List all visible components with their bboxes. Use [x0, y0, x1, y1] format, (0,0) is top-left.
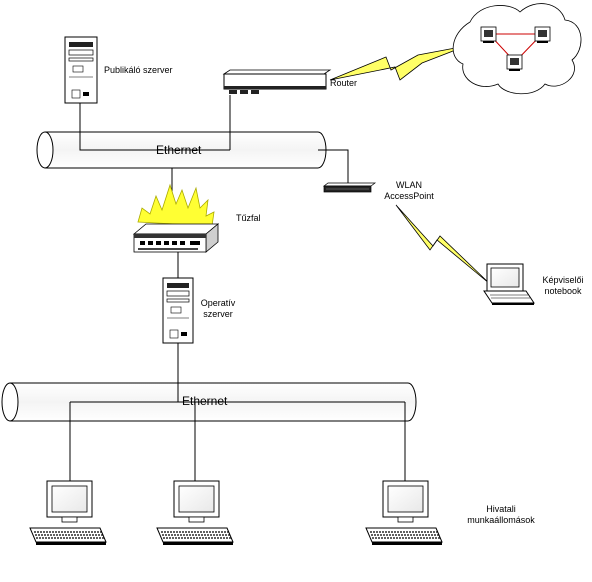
operative-server-label: Operatív szerver — [196, 298, 240, 320]
operative-label-line1: Operatív — [200, 298, 236, 308]
workstations-label: Hivatali munkaállomások — [462, 504, 540, 526]
workstation-1-icon — [29, 480, 107, 545]
notebook-label-line2: notebook — [544, 286, 582, 296]
internet-cloud-icon — [452, 3, 582, 95]
wireless-link-notebook-icon — [395, 204, 491, 285]
workstations-label-line2: munkaállomások — [467, 515, 535, 525]
ethernet-top-label: Ethernet — [156, 143, 202, 157]
firewall-icon — [132, 183, 220, 253]
wlan-access-point-label: WLAN AccessPoint — [378, 180, 440, 202]
cloud-node-left-icon — [480, 26, 497, 43]
ethernet-bottom-label: Ethernet — [182, 394, 228, 408]
publishing-server-icon — [64, 36, 98, 104]
notebook-label-line1: Képviselői — [542, 275, 584, 285]
wlan-access-point-icon — [322, 182, 377, 193]
operative-server-icon — [162, 277, 194, 344]
wlan-label-line2: AccessPoint — [384, 191, 434, 201]
router-label: Router — [330, 78, 358, 88]
firewall-label: Tűzfal — [236, 213, 261, 223]
publishing-server-label: Publikáló szerver — [104, 65, 173, 75]
workstation-2-icon — [156, 480, 234, 545]
workstation-3-icon — [365, 480, 443, 545]
connection-lines — [69, 95, 406, 487]
cloud-node-bottom-icon — [506, 54, 523, 71]
router-icon — [222, 69, 332, 94]
operative-label-line2: szerver — [203, 309, 233, 319]
workstations-label-line1: Hivatali — [486, 504, 516, 514]
cloud-node-right-icon — [534, 26, 551, 43]
notebook-icon — [483, 263, 535, 305]
notebook-label: Képviselői notebook — [534, 275, 592, 297]
wireless-link-router-icon — [329, 45, 467, 81]
wlan-label-line1: WLAN — [395, 180, 422, 190]
